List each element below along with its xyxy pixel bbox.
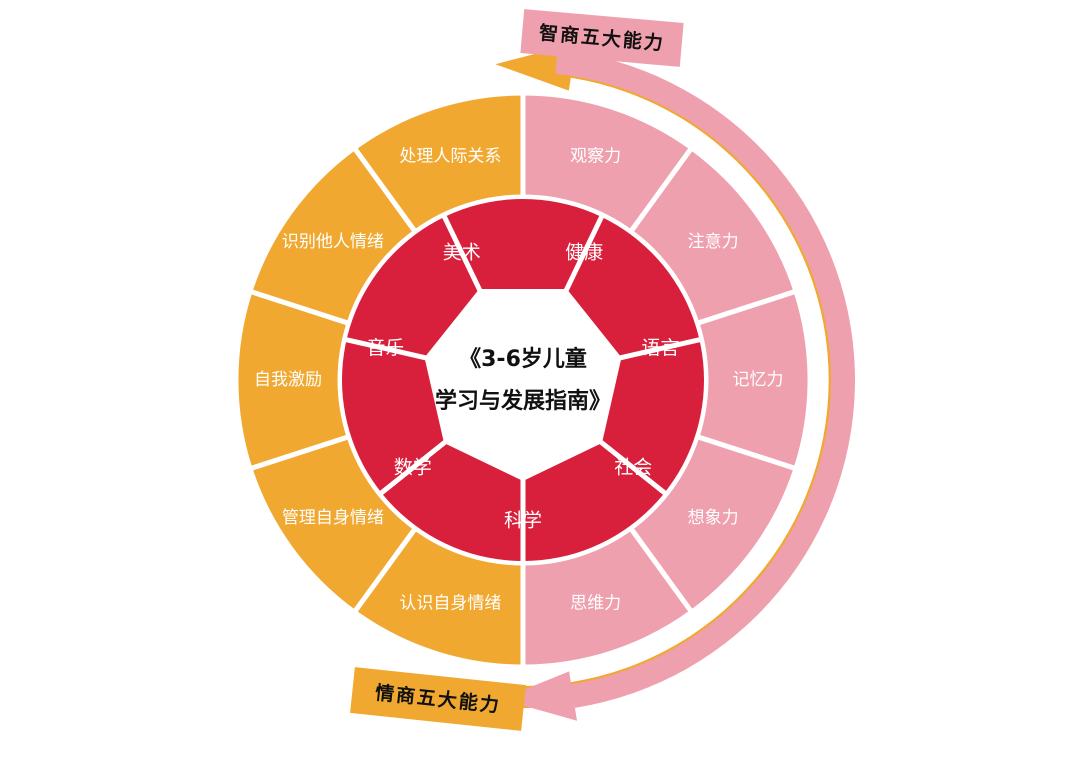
- iq-cycle-arrow: [500, 49, 856, 721]
- eq-ability-label: 处理人际关系: [399, 147, 501, 167]
- iq-ability-label: 观察力: [570, 147, 621, 167]
- core-divider: [441, 214, 485, 296]
- core-domain-label: 美术: [443, 242, 481, 264]
- iq-ability-label: 注意力: [688, 232, 739, 252]
- core-divider: [344, 336, 431, 362]
- core-domain-label: 社会: [614, 456, 652, 478]
- core-divider: [378, 437, 451, 497]
- core-domain-label: 音乐: [366, 337, 404, 359]
- iq-ability-label: 思维力: [570, 594, 621, 614]
- core-divider: [595, 437, 668, 497]
- center-heptagon: [424, 289, 622, 481]
- core-divider: [615, 336, 702, 362]
- eq-band-background: [350, 667, 526, 731]
- center-title-line2: 学习与发展指南》: [435, 388, 611, 414]
- core-divider: [561, 214, 605, 296]
- core-domain-label: 健康: [565, 242, 603, 264]
- core-domain-label: 科学: [504, 510, 542, 532]
- iq-ability-label: 想象力: [688, 508, 739, 528]
- core-domain-label: 语言: [641, 337, 679, 359]
- eq-ability-label: 识别他人情绪: [282, 232, 384, 252]
- center-title-line1: 《3-6岁儿童: [459, 346, 587, 372]
- iq-ability-label: 记忆力: [733, 370, 784, 390]
- iq-band-background: [520, 9, 684, 67]
- arrowhead: [500, 671, 577, 721]
- eq-ability-label: 管理自身情绪: [282, 508, 384, 528]
- eq-ability-segment: [351, 90, 526, 235]
- core-domain-label: 数学: [394, 456, 432, 478]
- iq-band: 智商五大能力: [520, 9, 684, 67]
- eq-ability-label: 认识自身情绪: [399, 594, 501, 614]
- eq-ability-label: 自我激励: [254, 370, 322, 390]
- eq-band: 情商五大能力: [350, 667, 526, 731]
